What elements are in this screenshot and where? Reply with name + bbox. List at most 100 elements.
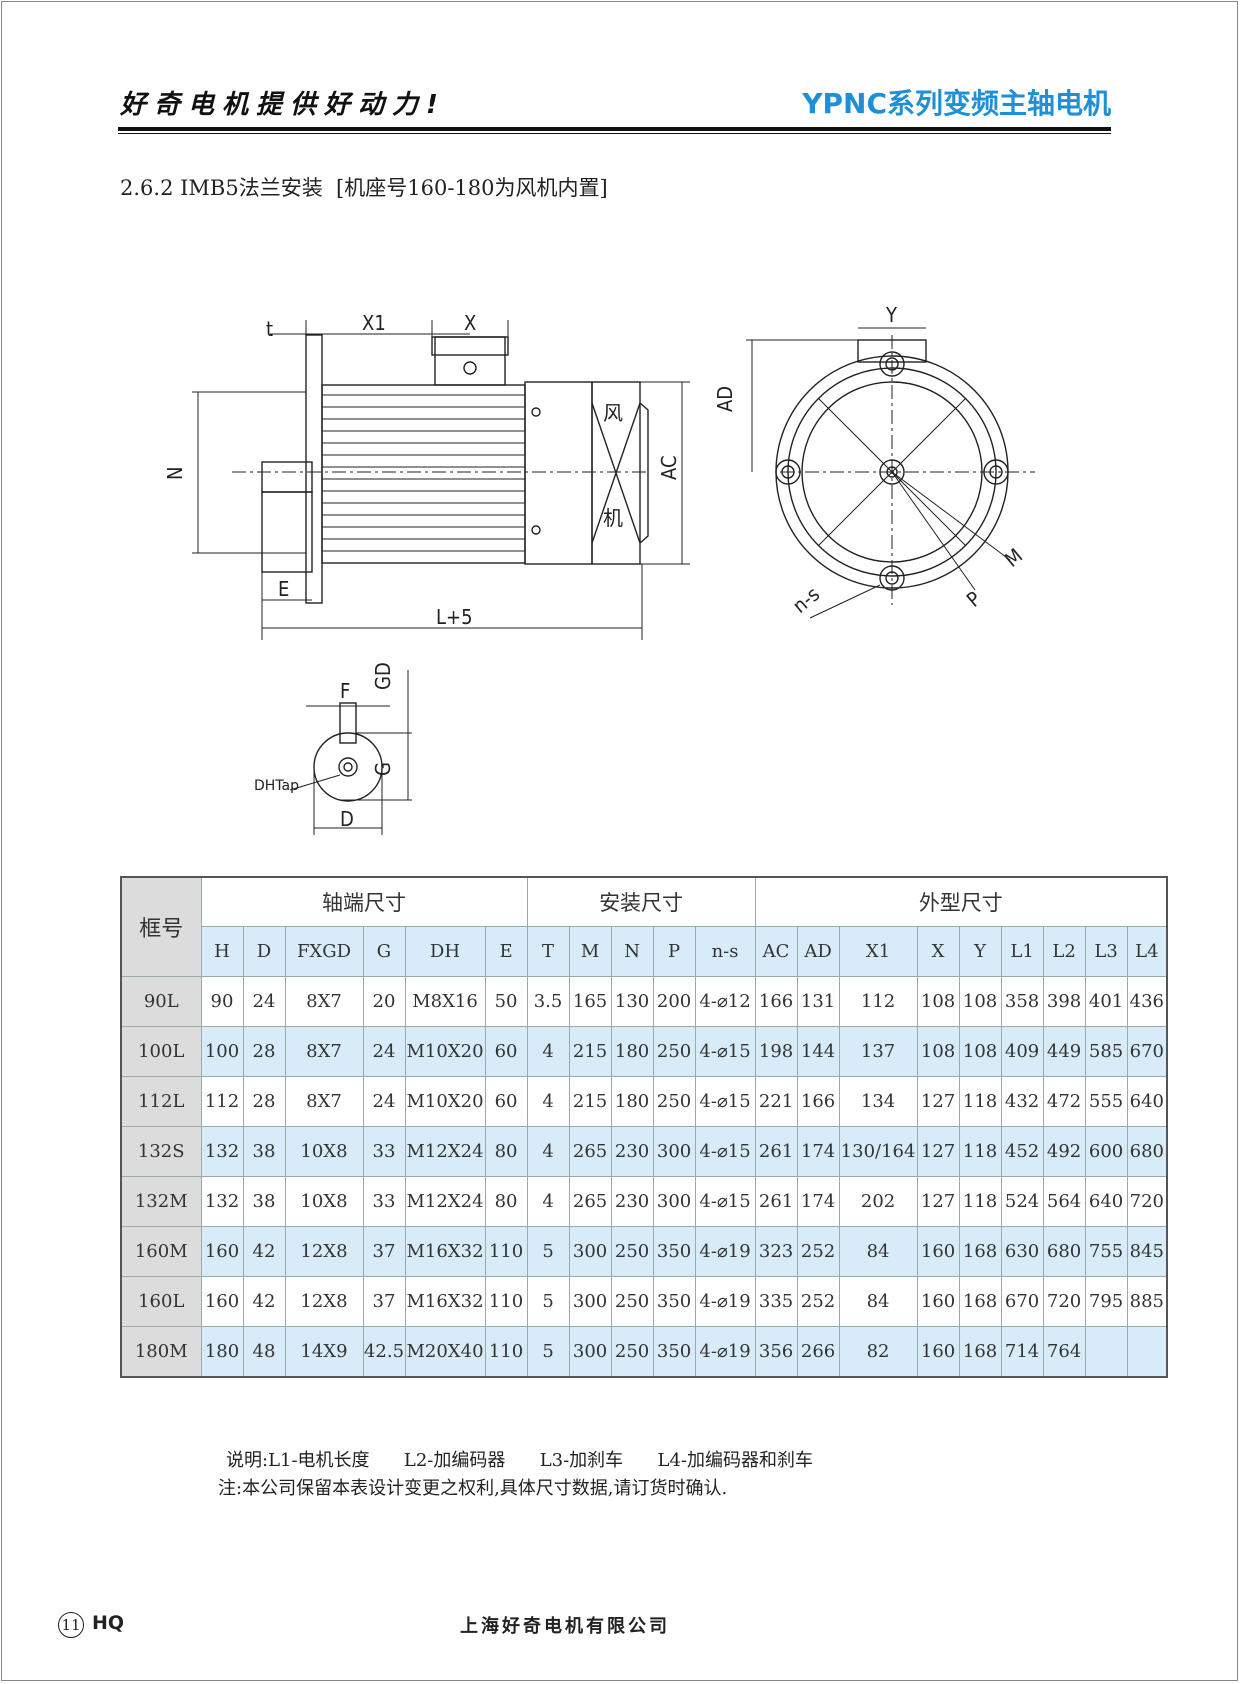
table-cell: M12X24 [404, 1176, 486, 1227]
table-cell: 160 [200, 1276, 244, 1327]
shaft [261, 461, 313, 493]
dim-gd: GD [371, 662, 395, 690]
table-cell: 112 [838, 976, 918, 1027]
table-cell: 230 [610, 1126, 654, 1177]
table-cell: 42 [242, 1226, 286, 1277]
table-cell: 10X8 [284, 1176, 364, 1227]
table-cell: 118 [958, 1176, 1002, 1227]
table-cell: 108 [916, 1026, 960, 1077]
terminal-box [434, 336, 506, 386]
table-cell: 127 [916, 1126, 960, 1177]
table-cell: 221 [754, 1076, 798, 1127]
col-header: FXGD [284, 926, 364, 977]
table-cell: 168 [958, 1276, 1002, 1327]
table-cell: 640 [1084, 1176, 1128, 1227]
dim-f: F [340, 679, 350, 703]
table-cell: 4-⌀19 [694, 1226, 756, 1277]
table-cell: 8X7 [284, 1026, 364, 1077]
table-cell: 449 [1042, 1026, 1086, 1077]
table-cell: 132 [200, 1176, 244, 1227]
dim-l5: L+5 [436, 605, 473, 629]
col-header: Y [958, 926, 1002, 977]
table-cell: 670 [1126, 1026, 1168, 1077]
col-header: AC [754, 926, 798, 977]
col-header: M [568, 926, 612, 977]
table-cell: 585 [1084, 1026, 1128, 1077]
col-header: L2 [1042, 926, 1086, 977]
table-cell: 230 [610, 1176, 654, 1227]
table-cell: 110 [484, 1326, 528, 1378]
table-cell: 300 [568, 1326, 612, 1378]
shaft-lower [261, 491, 313, 573]
table-cell: 350 [652, 1226, 696, 1277]
header-rule-thin [118, 133, 1111, 134]
table-cell: 555 [1084, 1076, 1128, 1127]
table-cell: 215 [568, 1076, 612, 1127]
table-cell: 401 [1084, 976, 1128, 1027]
table-cell: 160 [916, 1326, 960, 1378]
table-cell [1126, 1326, 1168, 1378]
table-cell: 4 [526, 1176, 570, 1227]
table-cell: 4-⌀15 [694, 1126, 756, 1177]
table-cell: 640 [1126, 1076, 1168, 1127]
table-cell: 130/164 [838, 1126, 918, 1177]
col-header: L3 [1084, 926, 1128, 977]
table-cell: 492 [1042, 1126, 1086, 1177]
table-cell: 180 [200, 1326, 244, 1378]
table-cell: 335 [754, 1276, 798, 1327]
table-cell: 266 [796, 1326, 840, 1378]
table-cell: 3.5 [526, 976, 570, 1027]
table-cell: 24 [362, 1026, 406, 1077]
table-cell: 60 [484, 1026, 528, 1077]
table-cell: 166 [754, 976, 798, 1027]
table-cell: 202 [838, 1176, 918, 1227]
table-cell: 118 [958, 1076, 1002, 1127]
table-cell: 110 [484, 1276, 528, 1327]
table-cell: 714 [1000, 1326, 1044, 1378]
table-cell: 250 [610, 1226, 654, 1277]
table-cell: 300 [652, 1176, 696, 1227]
column-header-row: H D FXGD G DH E T M N P n-s AC AD X1 X Y… [121, 926, 1168, 977]
table-corner-frame: 框号 [120, 876, 202, 977]
dim-n: N [163, 467, 187, 480]
table-cell: M12X24 [404, 1126, 486, 1177]
table-cell: 110 [484, 1226, 528, 1277]
dim-g: G [371, 762, 395, 776]
table-cell: 168 [958, 1226, 1002, 1277]
table-cell: 108 [958, 1026, 1002, 1077]
col-header: P [652, 926, 696, 977]
series-title: YPNC系列变频主轴电机 [802, 87, 1111, 120]
dim-x: X [464, 311, 476, 335]
dim-ns: n-s [788, 582, 824, 618]
table-cell: 720 [1126, 1176, 1168, 1227]
col-header: H [200, 926, 244, 977]
table-cell: 132 [200, 1126, 244, 1177]
table-cell: 10X8 [284, 1126, 364, 1177]
table-cell: 398 [1042, 976, 1086, 1027]
end-cap [524, 381, 593, 565]
table-cell: 12X8 [284, 1226, 364, 1277]
table-cell: 20 [362, 976, 406, 1027]
table-cell: 160 [200, 1226, 244, 1277]
table-cell: 755 [1084, 1226, 1128, 1277]
table-cell: 250 [610, 1276, 654, 1327]
table-cell: 160 [916, 1276, 960, 1327]
table-cell: 165 [568, 976, 612, 1027]
dim-d: D [340, 807, 354, 831]
table-cell: M16X32 [404, 1276, 486, 1327]
dim-ad: AD [713, 386, 737, 412]
table-cell: 28 [242, 1026, 286, 1077]
table-cell: 265 [568, 1176, 612, 1227]
table-cell: 180 [610, 1076, 654, 1127]
table-cell: 5 [526, 1226, 570, 1277]
table-cell: 250 [652, 1026, 696, 1077]
frame-cell: 132M [120, 1176, 202, 1227]
table-cell: 4 [526, 1126, 570, 1177]
table-cell: M8X16 [404, 976, 486, 1027]
dim-m: M [1000, 543, 1027, 571]
